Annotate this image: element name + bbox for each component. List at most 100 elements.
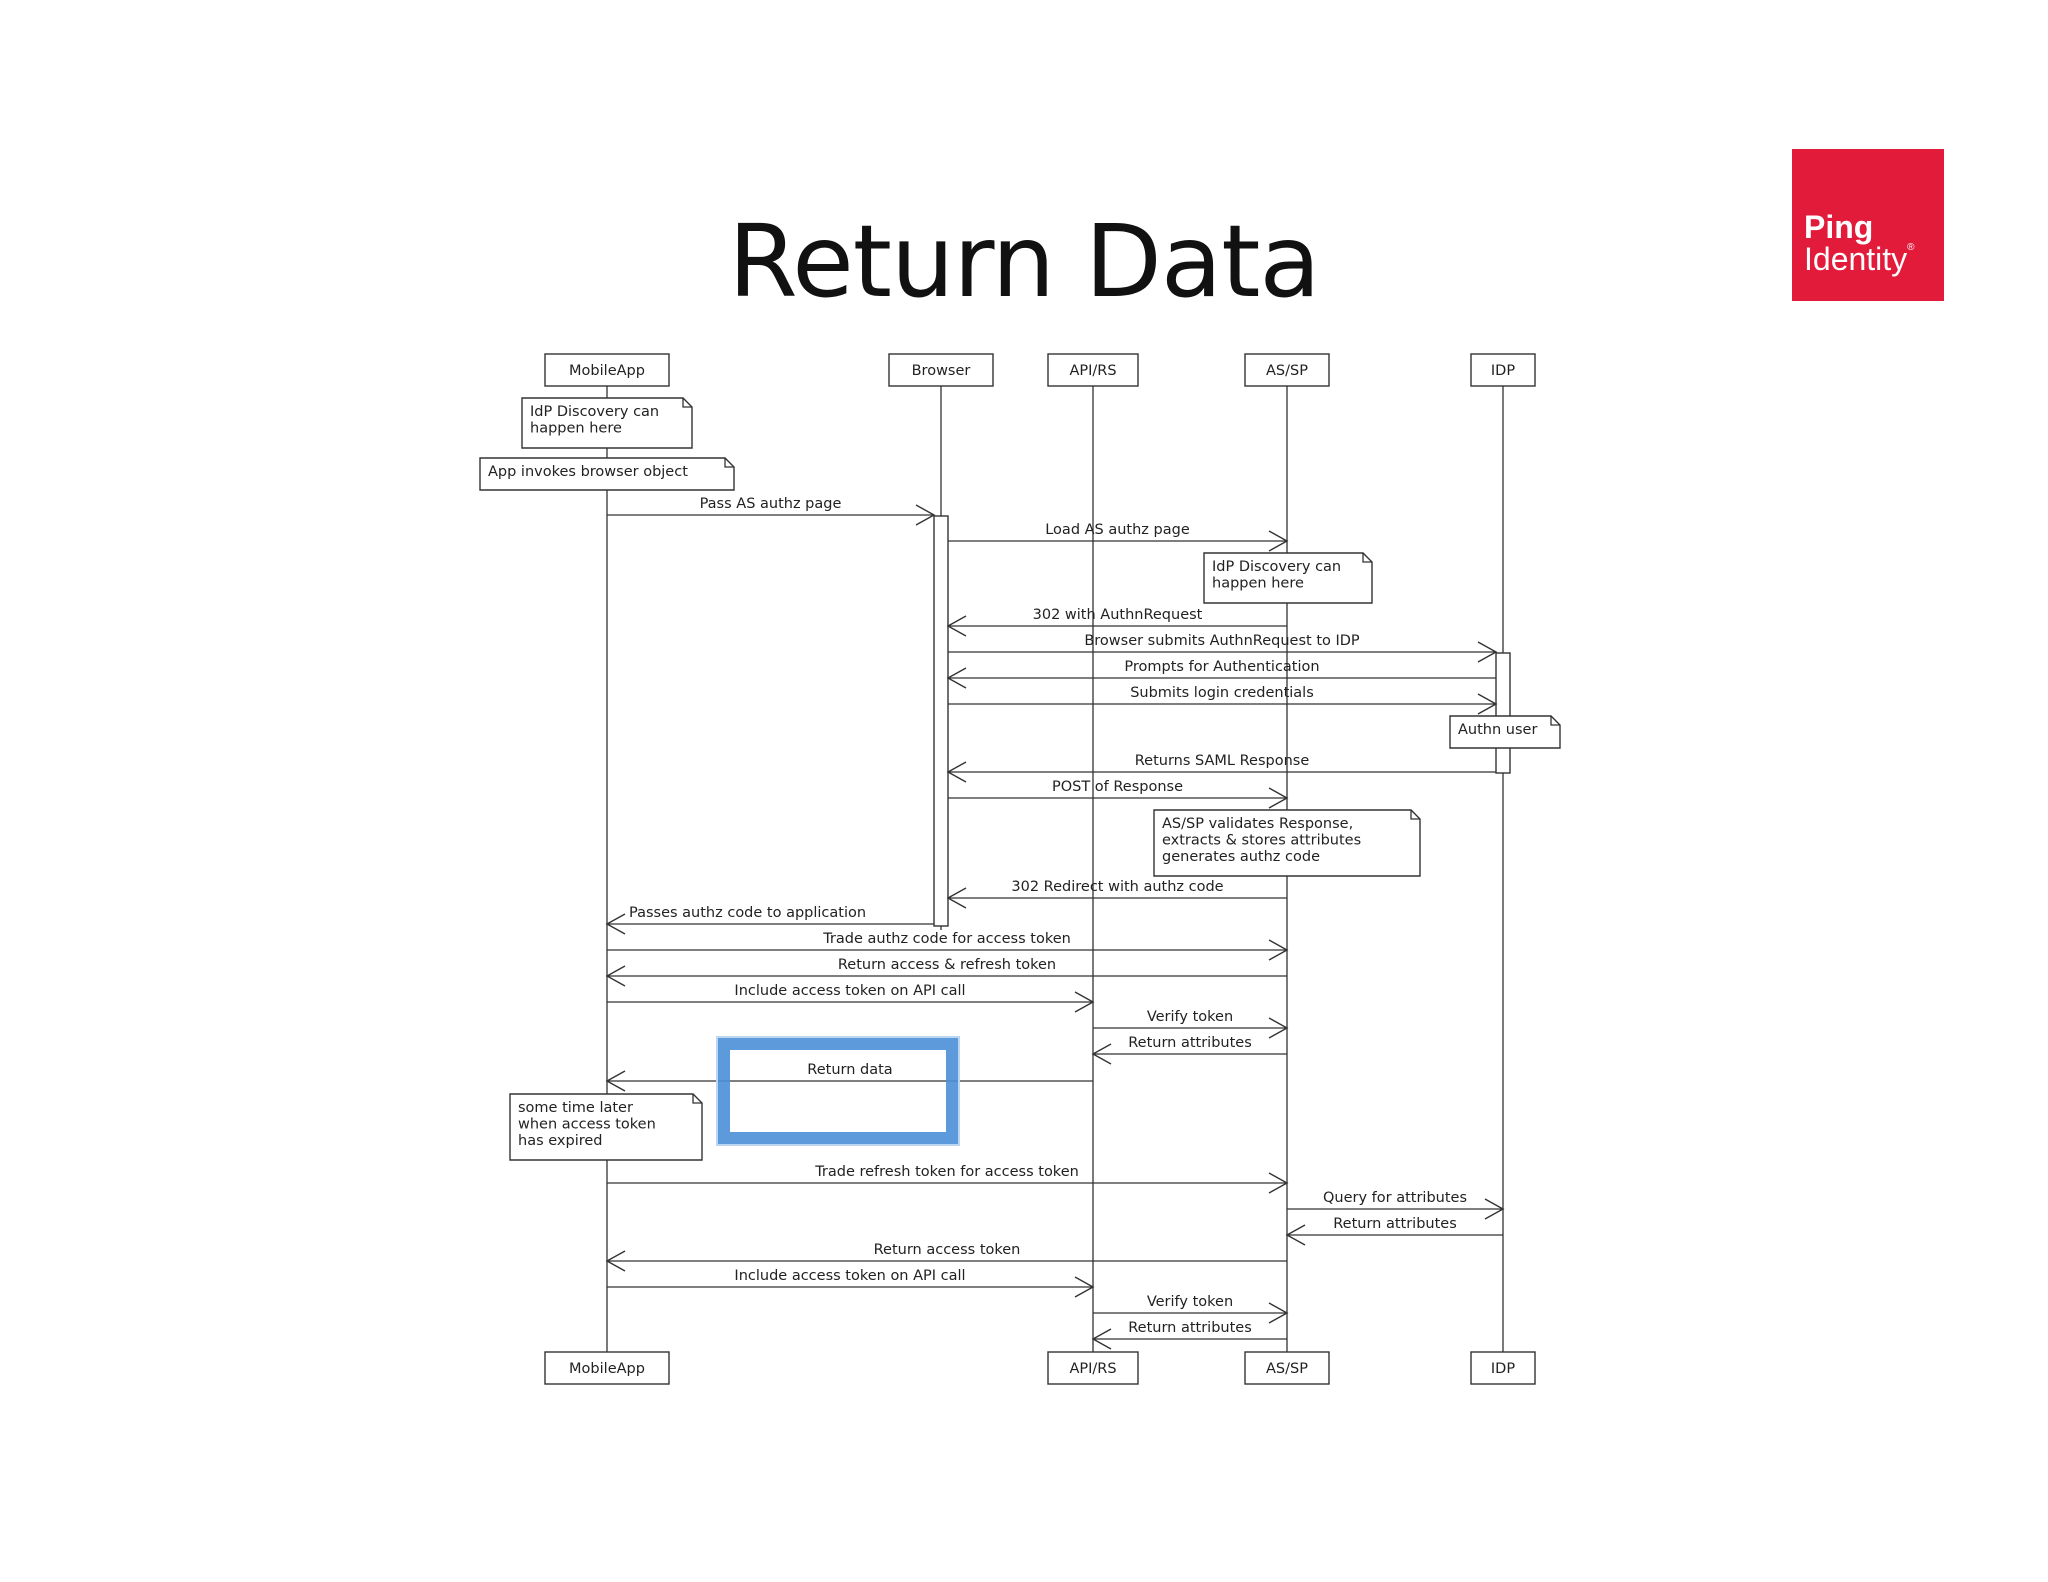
participant-label: API/RS <box>1069 363 1116 379</box>
note-some-time-later: some time later when access token has ex… <box>509 1093 703 1161</box>
participant-footer-api-rs: API/RS <box>1047 1351 1139 1385</box>
arrowhead-icon <box>1268 1172 1289 1194</box>
activation-bar-browser <box>933 515 949 927</box>
note-idp-discovery-app: IdP Discovery can happen here <box>521 397 693 449</box>
note-text-line: when access token <box>518 1117 656 1133</box>
participant-footer-as-sp: AS/SP <box>1244 1351 1330 1385</box>
message-label: 302 Redirect with authz code <box>1011 879 1223 895</box>
arrowhead-icon <box>1484 1198 1505 1220</box>
arrowhead-icon <box>1268 530 1289 552</box>
participant-footer-label: IDP <box>1491 1361 1515 1377</box>
message-verify-token: Verify token <box>1093 1294 1289 1324</box>
note-text-line: happen here <box>530 421 622 437</box>
message-label: Trade authz code for access token <box>822 931 1071 947</box>
message-label: Browser submits AuthnRequest to IDP <box>1084 633 1360 649</box>
message-label: Return access & refresh token <box>838 957 1056 973</box>
note-app-invokes-browser: App invokes browser object <box>479 457 735 491</box>
note-text-line: happen here <box>1212 576 1304 592</box>
message-post-of-response: POST of Response <box>948 779 1289 809</box>
highlight-frame-return-data <box>716 1036 960 1146</box>
logo-line-2: Identity <box>1804 241 1908 277</box>
message-return-access-refresh-token: Return access & refresh token <box>605 957 1287 987</box>
arrowhead-icon <box>946 887 967 909</box>
note-text-line: some time later <box>518 1100 633 1116</box>
message-return-attributes: Return attributes <box>1091 1320 1287 1350</box>
arrowhead-icon <box>1268 1017 1289 1039</box>
participant-mobileapp: MobileApp <box>544 353 670 387</box>
message-label: Include access token on API call <box>734 983 965 999</box>
arrowhead-icon <box>605 913 626 935</box>
message-include-access-token-on-api-call: Include access token on API call <box>607 983 1095 1013</box>
message-label: Return access token <box>874 1242 1021 1258</box>
participant-label: Browser <box>912 363 971 379</box>
participant-footer-label: AS/SP <box>1266 1361 1308 1377</box>
slide-title: Return Data <box>728 203 1320 320</box>
participant-footer-idp: IDP <box>1470 1351 1536 1385</box>
arrowhead-icon <box>1091 1043 1112 1065</box>
note-text-line: AS/SP validates Response, <box>1162 816 1353 832</box>
arrowhead-icon <box>1074 991 1095 1013</box>
message-label: Verify token <box>1147 1009 1233 1025</box>
participant-as-sp: AS/SP <box>1244 353 1330 387</box>
message-passes-authz-code-to-application: Passes authz code to application <box>605 905 934 935</box>
arrowhead-icon <box>605 1250 626 1272</box>
message-label: Return data <box>807 1062 892 1078</box>
message-label: Prompts for Authentication <box>1124 659 1319 675</box>
arrowhead-icon <box>1477 641 1498 663</box>
arrowhead-icon <box>1268 1302 1289 1324</box>
participant-footer-label: API/RS <box>1069 1361 1116 1377</box>
note-authn-user: Authn user <box>1449 715 1561 749</box>
arrowhead-icon <box>1074 1276 1095 1298</box>
message-label: Query for attributes <box>1323 1190 1467 1206</box>
note-text-line: IdP Discovery can <box>530 404 659 420</box>
arrowhead-icon <box>946 615 967 637</box>
participant-browser: Browser <box>888 353 994 387</box>
participant-label: MobileApp <box>569 363 645 379</box>
participant-footer-mobileapp: MobileApp <box>544 1351 670 1385</box>
note-text-line: extracts & stores attributes <box>1162 833 1361 849</box>
participant-footer-label: MobileApp <box>569 1361 645 1377</box>
message-pass-as-authz-page: Pass AS authz page <box>607 496 936 526</box>
arrowhead-icon <box>946 667 967 689</box>
arrowhead-icon <box>1091 1328 1112 1350</box>
note-as-validates: AS/SP validates Response, extracts & sto… <box>1153 809 1421 877</box>
message-trade-authz-code-for-access-token: Trade authz code for access token <box>607 931 1289 961</box>
message-label: Pass AS authz page <box>700 496 842 512</box>
note-text-line: IdP Discovery can <box>1212 559 1341 575</box>
message-302-redirect-with-authz-code: 302 Redirect with authz code <box>946 879 1287 909</box>
message-label: Return attributes <box>1333 1216 1457 1232</box>
note-text-line: App invokes browser object <box>488 464 688 480</box>
message-return-attributes: Return attributes <box>1285 1216 1503 1246</box>
arrowhead-icon <box>1477 693 1498 715</box>
participant-idp: IDP <box>1470 353 1536 387</box>
message-label: 302 with AuthnRequest <box>1033 607 1203 623</box>
note-text-line: has expired <box>518 1133 603 1149</box>
message-return-data: Return data <box>605 1062 1093 1092</box>
message-return-attributes: Return attributes <box>1091 1035 1287 1065</box>
participant-label: AS/SP <box>1266 363 1308 379</box>
message-label: Passes authz code to application <box>629 905 866 921</box>
message-label: Submits login credentials <box>1130 685 1314 701</box>
activation-bar-idp <box>1495 652 1511 774</box>
message-302-with-authnrequest: 302 with AuthnRequest <box>946 607 1287 637</box>
message-label: Trade refresh token for access token <box>814 1164 1079 1180</box>
message-label: Verify token <box>1147 1294 1233 1310</box>
message-prompts-for-authentication: Prompts for Authentication <box>946 659 1496 689</box>
note-text-line: Authn user <box>1458 722 1537 738</box>
arrowhead-icon <box>605 965 626 987</box>
message-trade-refresh-token-for-access-token: Trade refresh token for access token <box>607 1164 1289 1194</box>
ping-identity-logo: Ping Identity® <box>1792 149 1944 301</box>
message-label: Include access token on API call <box>734 1268 965 1284</box>
note-text-line: generates authz code <box>1162 849 1320 865</box>
message-label: Returns SAML Response <box>1135 753 1310 769</box>
participant-label: IDP <box>1491 363 1515 379</box>
message-return-access-token: Return access token <box>605 1242 1287 1272</box>
message-include-access-token-on-api-call: Include access token on API call <box>607 1268 1095 1298</box>
message-query-for-attributes: Query for attributes <box>1287 1190 1505 1220</box>
arrowhead-icon <box>1285 1224 1306 1246</box>
message-label: Return attributes <box>1128 1035 1252 1051</box>
message-submits-login-credentials: Submits login credentials <box>948 685 1498 715</box>
note-idp-discovery-as: IdP Discovery can happen here <box>1203 552 1373 604</box>
arrowhead-icon <box>915 504 936 526</box>
